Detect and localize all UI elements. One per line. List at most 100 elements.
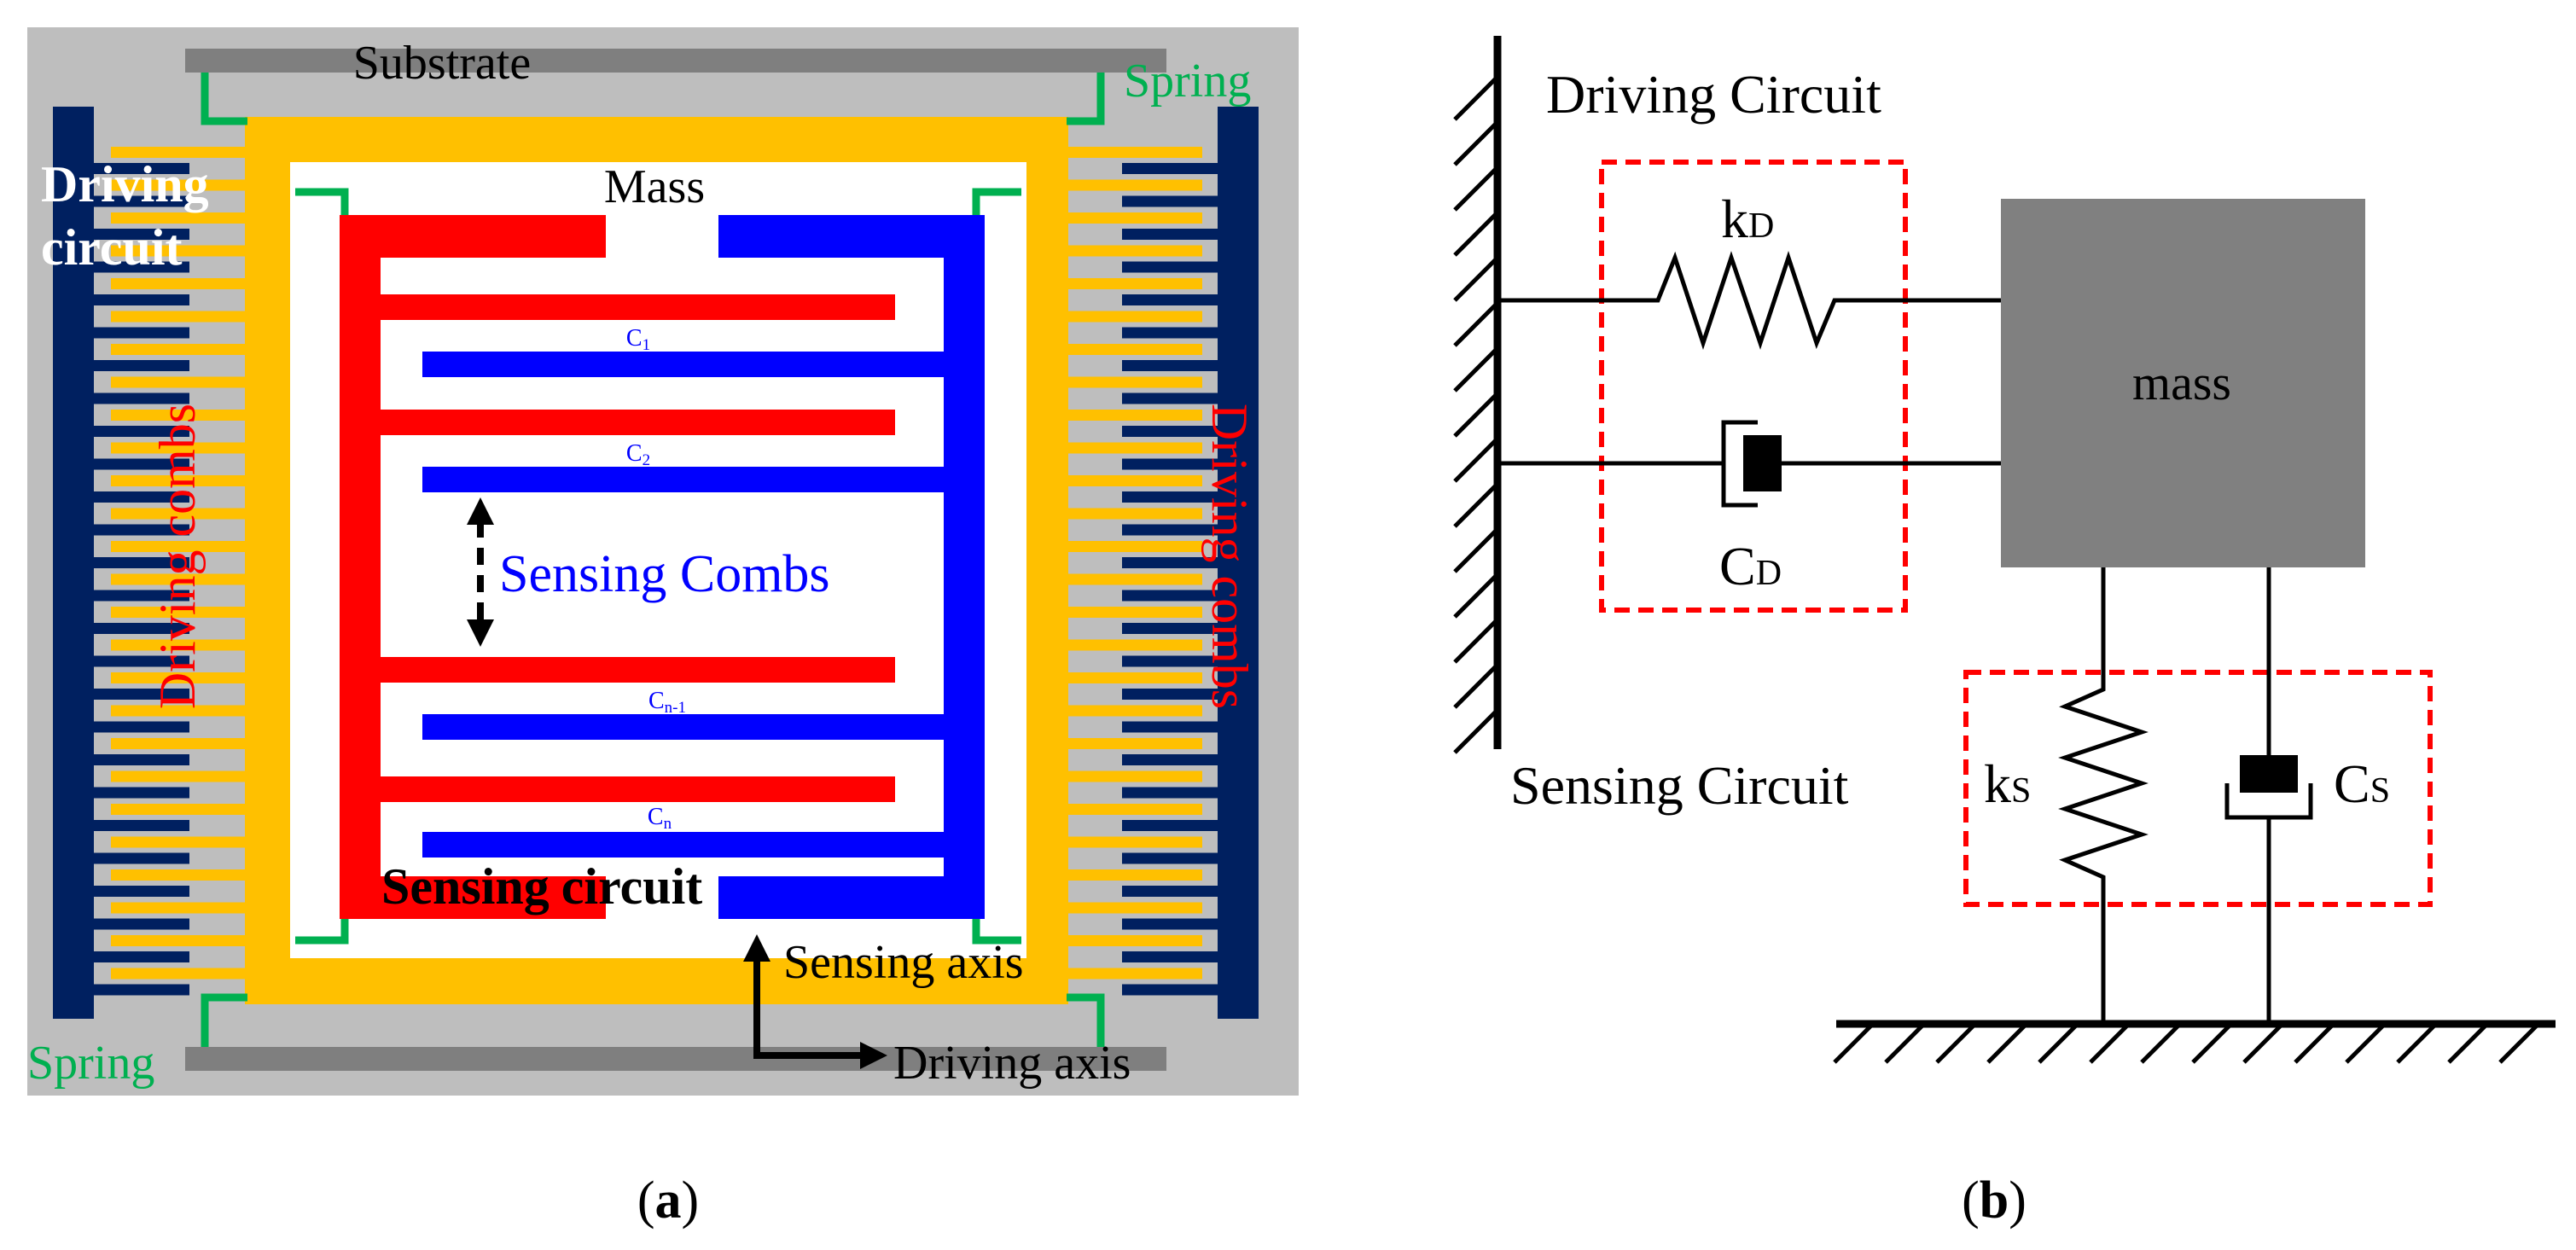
spring-ks-subscript: S (2011, 771, 2031, 811)
spring-kd-main: k (1721, 189, 1748, 249)
blue-electrode-spine (944, 215, 985, 919)
mass-comb-finger (1068, 672, 1202, 683)
mass-comb-finger (111, 770, 245, 782)
electrode-comb-finger (94, 918, 189, 930)
capacitor-cn1-main: C (648, 688, 665, 714)
driving-axis-arrowhead (860, 1042, 887, 1069)
electrode-comb-finger (94, 261, 189, 273)
sensing-circuit-title: Sensing Circuit (1510, 755, 1849, 816)
ground-hatch (1833, 1022, 2540, 1064)
electrode-comb-finger (1122, 754, 1218, 765)
spring-bottom-left (201, 993, 247, 1047)
blue-finger (422, 352, 944, 377)
mass-comb-finger (111, 508, 245, 520)
capacitor-cn-subscript: n (664, 815, 672, 833)
substrate-label: Substrate (353, 37, 531, 90)
driving-axis-label: Driving axis (893, 1037, 1131, 1090)
wall-hatch-line (1453, 392, 1499, 438)
electrode-comb-finger (94, 623, 189, 634)
mass-comb-finger (1068, 935, 1202, 946)
wall-hatch-line (1453, 482, 1499, 528)
capacitor-c1-main: C (626, 325, 643, 352)
mass-comb-finger (111, 902, 245, 914)
electrode-comb-finger (1122, 294, 1218, 305)
mass-comb-finger (1068, 573, 1202, 585)
ground-hatch-line (2191, 1022, 2233, 1064)
capacitor-c1-label: C1 (626, 325, 650, 354)
electrode-comb-finger (94, 951, 189, 962)
blue-finger (422, 832, 944, 858)
mass-comb-finger (1068, 245, 1202, 257)
ground-hatch-line (1986, 1022, 2028, 1064)
electrode-comb-finger (94, 590, 189, 602)
mass-comb-finger (111, 607, 245, 618)
capacitor-c2-label: C2 (626, 440, 650, 469)
mass-comb-finger (1068, 541, 1202, 552)
ground-hatch-line (1833, 1022, 1875, 1064)
wall-hatch-line (1453, 663, 1499, 709)
sensing-circuit-label-bold: Sensing (381, 858, 550, 915)
mass-comb-finger (1068, 804, 1202, 815)
driving-comb-right-fingers (1068, 147, 1218, 996)
red-finger (381, 294, 895, 320)
electrode-comb-finger (94, 721, 189, 733)
damper-cs-main: C (2334, 753, 2370, 814)
electrode-comb-finger (1122, 261, 1218, 273)
electrode-comb-finger (1122, 195, 1218, 207)
ground-hatch-line (1935, 1022, 1977, 1064)
caption-b: (b) (1962, 1172, 2026, 1230)
mass-comb-finger (111, 968, 245, 980)
mass-comb-finger (111, 410, 245, 421)
mass-comb-finger (1068, 147, 1202, 158)
electrode-comb-finger (1122, 392, 1218, 404)
electrode-comb-finger (94, 327, 189, 339)
mass-comb-finger (111, 541, 245, 552)
electrode-comb-finger (94, 852, 189, 864)
caption-b-open: ( (1962, 1172, 1980, 1230)
ground-hatch-line (2498, 1022, 2540, 1064)
electrode-comb-finger (94, 787, 189, 799)
driving-circuit-box (1599, 160, 1908, 613)
mass-comb-finger (111, 278, 245, 289)
electrode-comb-finger (1122, 163, 1218, 174)
panel-a-structure (27, 27, 1299, 1096)
blue-electrode-bottom-bar (718, 876, 985, 919)
wall-hatch-line (1453, 708, 1499, 754)
mass-comb-finger (1068, 442, 1202, 454)
caption-a-close: ) (682, 1172, 700, 1230)
damper-cs-subscript: S (2370, 771, 2390, 811)
mass-comb-finger (111, 836, 245, 848)
mass-comb-finger (111, 869, 245, 881)
red-electrode-top-bar (340, 215, 606, 258)
fixed-wall-hatch (1453, 75, 1499, 754)
capacitor-c2-subscript: 2 (643, 451, 651, 469)
electrode-comb-finger (94, 754, 189, 765)
ground-hatch-line (2345, 1022, 2387, 1064)
sensing-circuit-box (1963, 670, 2433, 907)
wall-hatch-line (1453, 75, 1499, 121)
wall-hatch-line (1453, 527, 1499, 573)
mass-comb-finger (1068, 607, 1202, 618)
caption-a-open: ( (637, 1172, 655, 1230)
mass-comb-finger (1068, 902, 1202, 914)
inner-spring-bottom-left (295, 919, 349, 945)
mass-comb-finger (111, 245, 245, 257)
mass-comb-finger (1068, 738, 1202, 749)
driving-combs-label-right: Driving combs (1201, 404, 1258, 709)
electrode-comb-finger (94, 820, 189, 831)
wall-hatch-line (1453, 166, 1499, 212)
wall-hatch-line (1453, 618, 1499, 664)
mass-comb-finger (111, 376, 245, 388)
inner-spring-top-right (972, 188, 1021, 215)
electrode-comb-finger (1122, 886, 1218, 897)
electrode-comb-finger (1122, 327, 1218, 339)
electrode-comb-finger (1122, 820, 1218, 831)
mass-comb-finger (111, 672, 245, 683)
mass-comb-finger (111, 935, 245, 946)
electrode-comb-finger (1122, 426, 1218, 437)
ground-hatch-line (2140, 1022, 2182, 1064)
capacitor-cn1-label: Cn-1 (648, 688, 686, 717)
mass-comb-finger (111, 639, 245, 651)
driving-circuit-label-line2: circuit (41, 219, 183, 276)
